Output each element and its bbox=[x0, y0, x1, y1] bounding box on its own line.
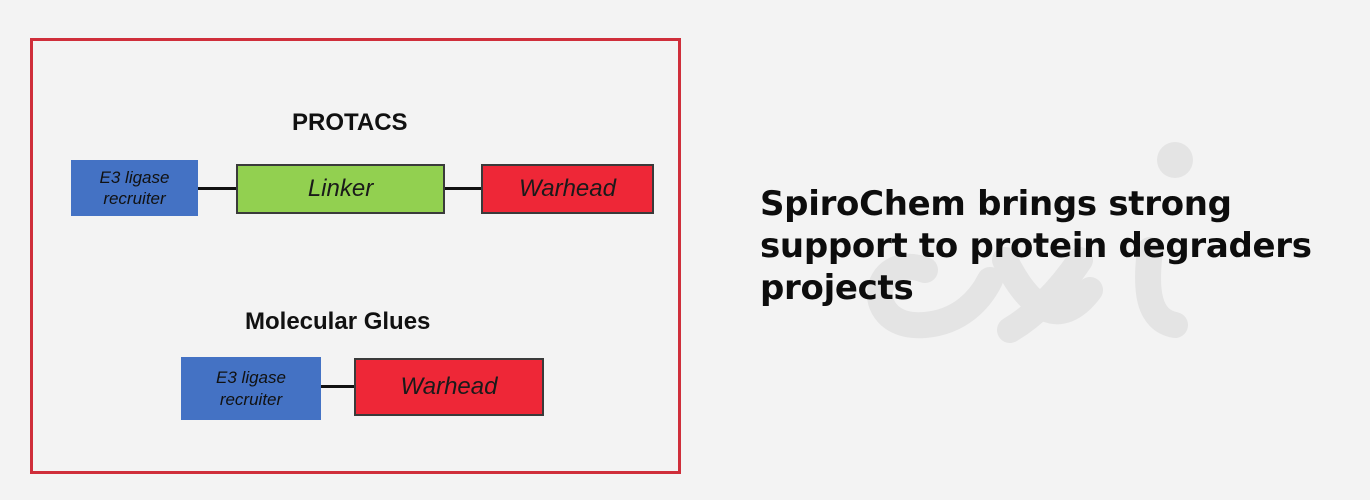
protacs-warhead-box: Warhead bbox=[481, 164, 654, 214]
headline-text: SpiroChem brings strong support to prote… bbox=[760, 184, 1312, 308]
glues-connector bbox=[321, 385, 354, 388]
protacs-linker-box: Linker bbox=[236, 164, 445, 214]
diagram-frame bbox=[30, 38, 681, 474]
protacs-connector-1 bbox=[198, 187, 236, 190]
protacs-title: PROTACS bbox=[292, 109, 408, 136]
glues-e3-ligase-label: E3 ligase recruiter bbox=[216, 368, 286, 409]
glues-warhead-label: Warhead bbox=[400, 373, 498, 400]
protacs-linker-label: Linker bbox=[307, 175, 374, 202]
glues-warhead-box: Warhead bbox=[354, 358, 544, 416]
molecular-glues-title: Molecular Glues bbox=[245, 308, 431, 335]
glues-e3-ligase-box: E3 ligase recruiter bbox=[181, 357, 321, 420]
protacs-e3-ligase-label: E3 ligase recruiter bbox=[99, 167, 170, 208]
protacs-connector-2 bbox=[445, 187, 481, 190]
protacs-warhead-label: Warhead bbox=[519, 175, 616, 202]
protacs-e3-ligase-box: E3 ligase recruiter bbox=[71, 160, 198, 216]
